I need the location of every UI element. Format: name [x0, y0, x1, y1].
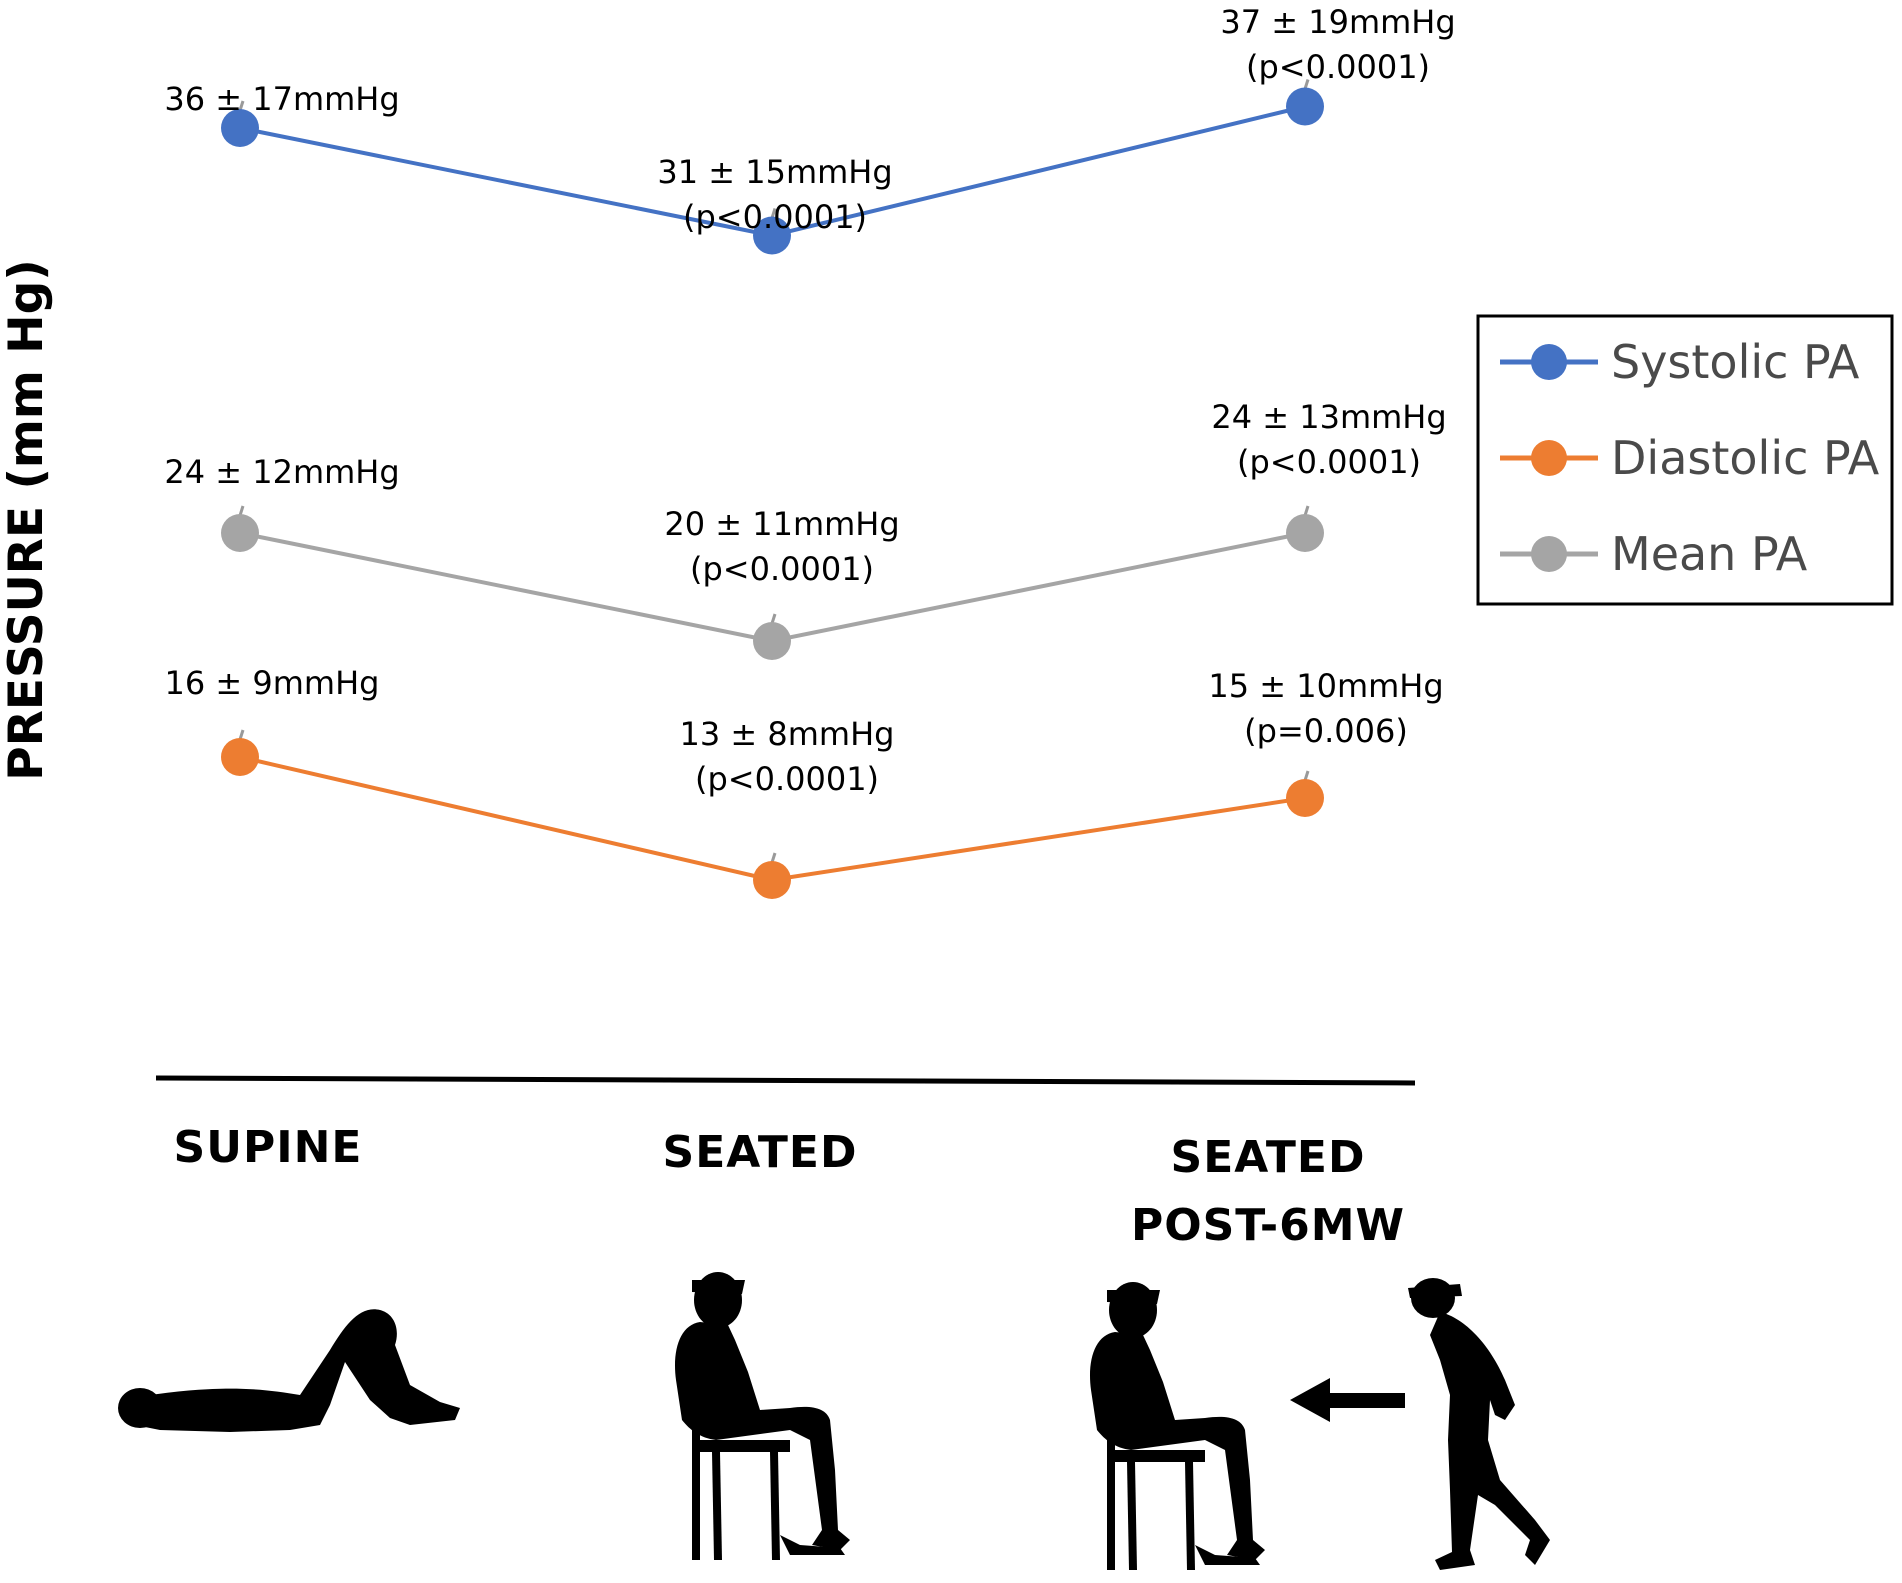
data-label: 20 ± 11mmHg	[664, 505, 899, 543]
data-label: 36 ± 17mmHg	[164, 80, 399, 118]
data-point	[1286, 779, 1324, 817]
legend-item: Mean PA	[1500, 527, 1808, 581]
series-layer: 24 ± 12mmHg 20 ± 11mmHg (p<0.0001) 24 ± 13m…	[164, 3, 1456, 899]
legend-swatch-marker	[1531, 440, 1567, 476]
legend-swatch-marker	[1531, 344, 1567, 380]
data-label: 16 ± 9mmHg	[165, 664, 380, 702]
data-label: 15 ± 10mmHg	[1208, 667, 1443, 705]
category-label: SUPINE	[174, 1122, 363, 1173]
legend-swatch-marker	[1531, 536, 1567, 572]
person-walking-icon	[1408, 1278, 1550, 1570]
data-point	[221, 514, 259, 552]
data-point	[221, 738, 259, 776]
y-axis-label: PRESSURE (mm Hg)	[0, 259, 54, 780]
legend-items: Systolic PA Diastolic PA Mean PA	[1500, 335, 1880, 581]
data-point	[753, 216, 791, 255]
left-arrow-icon	[1290, 1378, 1405, 1422]
series-systolic-pa: 36 ± 17mmHg 31 ± 15mmHg (p<0.0001) 37 ± 19m…	[164, 3, 1456, 255]
data-point	[753, 861, 791, 899]
legend-item: Systolic PA	[1500, 335, 1860, 389]
data-point	[1286, 514, 1324, 552]
legend-label: Diastolic PA	[1611, 431, 1880, 485]
legend-label: Mean PA	[1611, 527, 1808, 581]
data-point	[221, 109, 259, 147]
category-label: SEATED	[1171, 1132, 1366, 1183]
person-seated-icon	[675, 1272, 850, 1560]
data-label: (p<0.0001)	[1246, 48, 1430, 86]
data-label: 37 ± 19mmHg	[1220, 3, 1455, 41]
series-mean-pa: 24 ± 12mmHg 20 ± 11mmHg (p<0.0001) 24 ± 13m…	[164, 398, 1447, 660]
data-label: (p<0.0001)	[690, 550, 874, 588]
data-label: (p<0.0001)	[683, 198, 867, 236]
category-label: POST-6MW	[1131, 1200, 1405, 1251]
x-axis-baseline	[155, 1075, 1416, 1086]
legend-label: Systolic PA	[1611, 335, 1860, 389]
data-label: 13 ± 8mmHg	[680, 715, 895, 753]
legend: Systolic PA Diastolic PA Mean PA	[1476, 314, 1894, 606]
legend-item: Diastolic PA	[1500, 431, 1880, 485]
data-label: (p<0.0001)	[1237, 443, 1421, 481]
category-layer: SUPINE SEATED SEATED POST-6MW	[174, 1122, 1405, 1251]
data-label: (p<0.0001)	[695, 760, 879, 798]
data-label: 31 ± 15mmHg	[657, 153, 892, 191]
data-point	[753, 622, 791, 660]
data-point	[1286, 87, 1324, 126]
series-diastolic-pa: 16 ± 9mmHg 13 ± 8mmHg (p<0.0001) 15 ± 10mmH…	[165, 664, 1444, 899]
person-seated-icon	[1090, 1282, 1265, 1570]
data-label: (p=0.006)	[1244, 712, 1408, 750]
category-label: SEATED	[663, 1127, 858, 1178]
data-label: 24 ± 13mmHg	[1211, 398, 1446, 436]
data-label: 24 ± 12mmHg	[164, 453, 399, 491]
person-lying-supine-icon	[118, 1309, 460, 1432]
